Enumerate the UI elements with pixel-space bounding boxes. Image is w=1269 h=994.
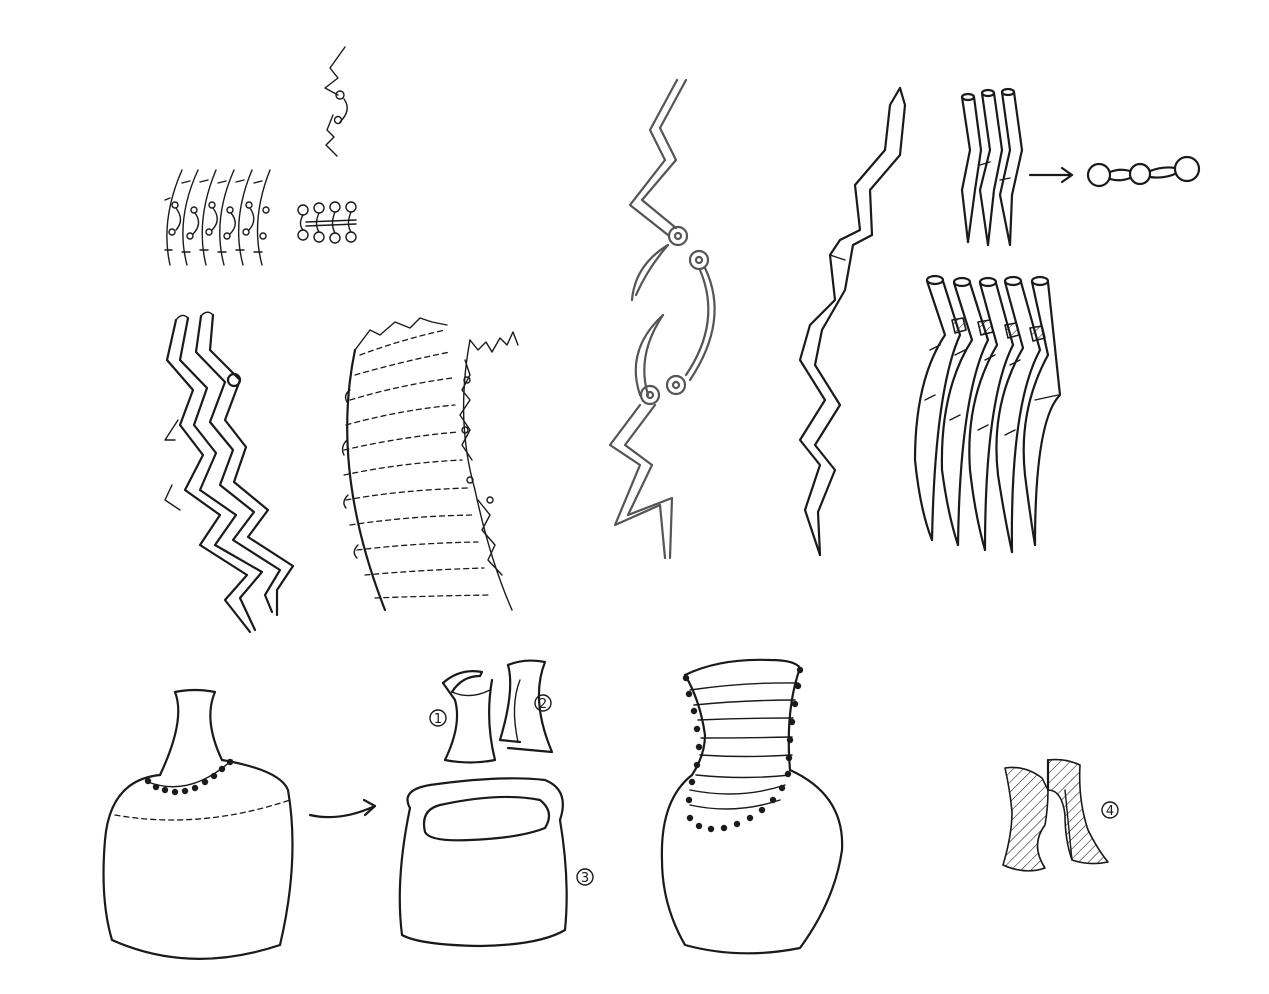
arrow-icon — [1028, 166, 1074, 184]
collar-piece-1-sketch — [441, 670, 497, 764]
linked-zigzag-sketch — [608, 78, 716, 560]
badge-3: 3 — [576, 868, 594, 886]
badge-1: 1 — [429, 709, 447, 727]
badge-4: 4 — [1101, 801, 1119, 819]
badge-3-label: 3 — [581, 871, 589, 886]
collar-piece-2-sketch — [498, 659, 554, 754]
three-tube-sketch — [960, 87, 1024, 247]
bead-chain-sketch — [1086, 155, 1201, 188]
vase-with-neck-sketch — [102, 688, 294, 960]
lightning-band-sketch — [798, 86, 907, 557]
badge-2: 2 — [534, 694, 552, 712]
double-zigzag-band-sketch — [164, 311, 295, 634]
badge-2-label: 2 — [539, 697, 547, 712]
five-tube-sketch — [913, 274, 1062, 554]
open-body-piece-3-sketch — [398, 777, 568, 948]
small-zigzag-sketch — [324, 46, 348, 157]
badge-1-label: 1 — [434, 712, 442, 727]
ring-connector-sketch — [297, 201, 357, 244]
ribbed-hairline-sketch — [341, 317, 519, 612]
ribbed-neck-vase-sketch — [660, 658, 844, 955]
badge-4-label: 4 — [1106, 804, 1114, 819]
strand-grid-sketch — [164, 169, 271, 266]
arrow-icon — [308, 798, 377, 819]
hatched-piece-4-sketch — [1002, 758, 1109, 872]
